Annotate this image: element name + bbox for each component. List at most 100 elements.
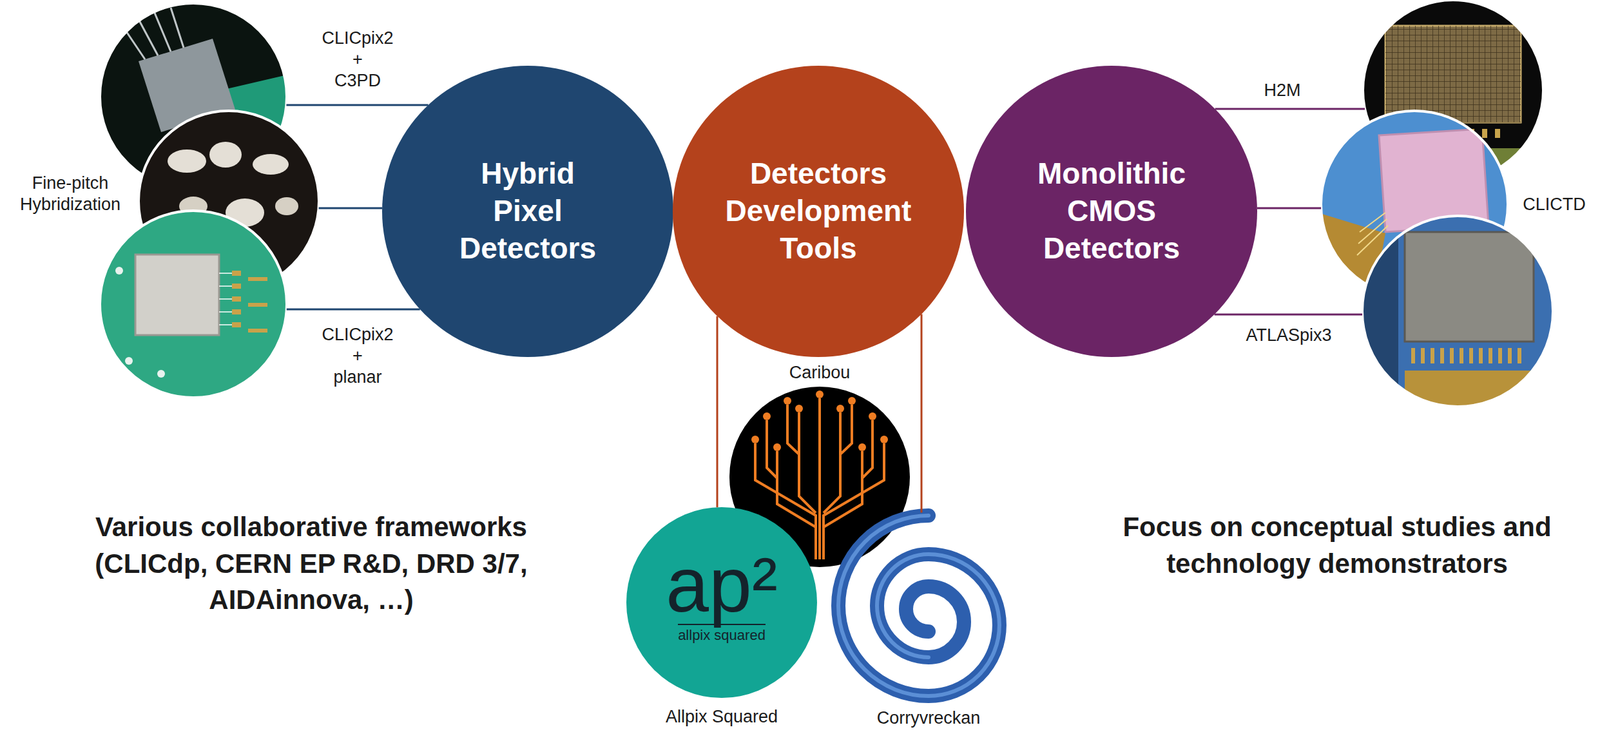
corryvreckan-logo <box>838 515 1000 696</box>
photo-circle-shape <box>1362 215 1553 407</box>
photo-label: CLICTD <box>1520 193 1588 216</box>
corryvreckan-logo <box>838 515 1000 696</box>
photo-illustration <box>1494 128 1501 138</box>
photo-illustration <box>135 254 220 336</box>
allpix-logo <box>626 507 818 698</box>
photo-illustration <box>219 324 232 326</box>
photo-circle-outline <box>99 3 287 191</box>
caribou-logo <box>815 390 824 399</box>
photo-illustration <box>1488 347 1493 364</box>
photo-circle-outline <box>99 210 287 398</box>
photo-circle: Fine-pitch Hybridization <box>138 110 319 292</box>
photo-illustration <box>219 298 232 300</box>
photo-illustration <box>231 283 241 289</box>
photo-illustration <box>1411 347 1416 364</box>
photo-illustration <box>275 197 299 216</box>
photo-illustration <box>1385 25 1521 123</box>
connector-line <box>920 314 923 513</box>
photo-circle-outline <box>1362 0 1544 181</box>
photo-illustration <box>1404 231 1534 342</box>
photo-circle: CLICpix2 + planar <box>99 210 287 398</box>
photo-illustration <box>1478 347 1483 364</box>
photo-illustration <box>1498 347 1503 364</box>
photo-illustration <box>96 0 1560 413</box>
photo-illustration <box>1517 347 1522 364</box>
photo-illustration <box>231 296 241 302</box>
photo-label: ATLASpix3 <box>1243 324 1334 347</box>
connector-line <box>716 316 719 508</box>
photo-label: H2M <box>1261 79 1303 102</box>
connector-line <box>1215 108 1365 111</box>
photo-label: Fine-pitch Hybridization <box>18 172 123 216</box>
photo-circle-outline <box>1320 110 1508 298</box>
connector-line <box>1214 313 1363 316</box>
category-circle: Monolithic CMOS Detectors <box>965 65 1258 357</box>
corryvreckan-logo <box>838 515 1000 696</box>
photo-illustration <box>125 356 133 365</box>
caribou-logo <box>783 396 792 405</box>
photo-illustration <box>1404 370 1534 410</box>
photo-circle: CLICTD <box>1320 110 1508 298</box>
photo-circle-shape <box>1362 0 1544 181</box>
caribou-logo <box>762 412 771 421</box>
connector-line <box>1257 207 1321 210</box>
photo-illustration <box>252 154 289 175</box>
logo-tagline: allpix squared <box>677 623 766 644</box>
photo-illustration <box>1459 347 1464 364</box>
photo-illustration <box>1385 25 1521 123</box>
logo-label: Corryvreckan <box>875 707 983 729</box>
photo-illustration <box>157 369 165 378</box>
photo-illustration <box>1482 128 1488 138</box>
photo-circle: ATLASpix3 <box>1362 215 1553 407</box>
photo-illustration <box>138 19 158 56</box>
logo-circle: Corryvreckan <box>835 512 1022 700</box>
photo-illustration <box>1359 212 1560 413</box>
photo-illustration <box>1430 347 1435 364</box>
connector-line <box>286 104 428 107</box>
logo-circle: Caribou <box>729 386 910 568</box>
photo-illustration <box>219 311 232 313</box>
category-circle: Detectors Development Tools <box>672 65 964 357</box>
category-circle-shape <box>965 65 1258 357</box>
photo-illustration <box>1362 215 1553 407</box>
caribou-logo <box>818 398 821 560</box>
photo-circle-shape <box>99 3 287 191</box>
photo-circle-outline <box>1362 215 1553 407</box>
photo-label: CLICpix2 + planar <box>319 324 396 388</box>
photo-illustration <box>248 277 268 281</box>
photo-illustration <box>96 207 290 401</box>
logo-wordmark: ap² <box>665 547 778 622</box>
logo-circle-shape <box>626 507 818 698</box>
caribou-logo <box>751 435 760 444</box>
category-circle: Hybrid Pixel Detectors <box>382 65 674 357</box>
photo-illustration <box>170 7 184 48</box>
photo-illustration <box>1359 212 1386 232</box>
photo-illustration <box>219 272 232 274</box>
logo-circle-outline <box>835 512 1022 700</box>
photo-circle-shape <box>1320 110 1508 298</box>
allpix-logo <box>626 507 818 698</box>
photo-illustration <box>248 302 268 307</box>
caribou-logo <box>787 404 800 455</box>
photo-illustration <box>248 328 268 333</box>
photo-label: CLICpix2 + C3PD <box>319 27 396 92</box>
photo-circle-outline <box>138 110 319 292</box>
photo-circle-shape <box>99 210 287 398</box>
photo-illustration <box>1440 347 1445 364</box>
note-text: Focus on conceptual studies and technolo… <box>1104 509 1570 582</box>
connector-line <box>318 207 383 210</box>
logo-circle-outline <box>729 386 910 568</box>
category-circle-shape <box>672 65 964 357</box>
photo-circle-shape <box>138 110 319 292</box>
photo-illustration <box>167 149 207 173</box>
photo-illustration <box>209 141 242 168</box>
photo-illustration <box>1507 347 1512 364</box>
connector-line <box>286 308 421 311</box>
photo-circle: H2M <box>1362 0 1544 181</box>
circle-title: Detectors Development Tools <box>725 155 912 268</box>
caribou-logo <box>777 451 816 528</box>
photo-illustration <box>96 0 290 194</box>
logo-circle-shape <box>729 386 910 568</box>
